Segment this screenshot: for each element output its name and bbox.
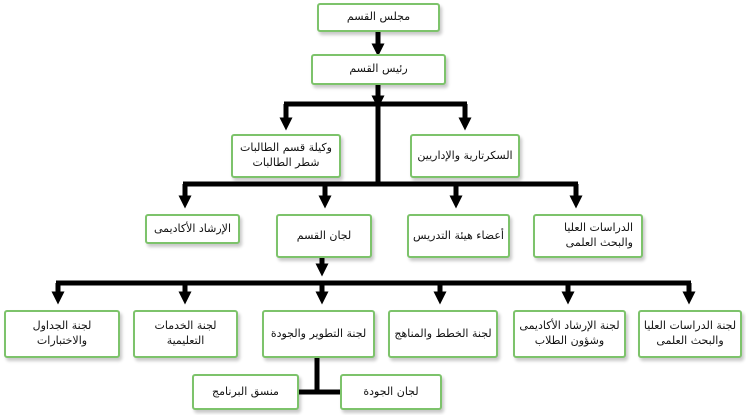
node-department-council: مجلس القسم — [317, 3, 440, 32]
node-department-committees: لجان القسم — [276, 214, 372, 258]
node-female-vice-head: وكيلة قسم الطالبات شطر الطالبات — [231, 134, 341, 178]
node-label: رئيس القسم — [349, 62, 408, 76]
node-committee-graduate: لجنة الدراسات العليا والبحث العلمى — [638, 310, 742, 358]
node-label: الإرشاد الأكاديمى — [154, 221, 232, 235]
node-label: السكرتارية والإداريين — [417, 148, 513, 162]
node-label: لجان القسم — [296, 228, 352, 242]
node-label: لجنة الجداول والاختبارات — [32, 319, 92, 347]
node-faculty-members: أعضاء هيئة التدريس — [407, 214, 510, 258]
node-label: أعضاء هيئة التدريس — [413, 228, 504, 242]
node-committee-plans: لجنة الخطط والمناهج — [388, 310, 498, 358]
node-secretary-admin: السكرتارية والإداريين — [410, 134, 520, 178]
node-committee-development: لجنة التطوير والجودة — [262, 310, 375, 358]
node-program-coordinator: منسق البرنامج — [192, 374, 299, 410]
node-label: منسق البرنامج — [212, 384, 279, 398]
node-label: مجلس القسم — [346, 10, 411, 24]
node-committee-services: لجنة الخدمات التعليمية — [133, 310, 238, 358]
node-academic-advising: الإرشاد الأكاديمى — [145, 214, 240, 244]
node-committee-schedules: لجنة الجداول والاختبارات — [4, 310, 120, 358]
node-label: لجنة الدراسات العليا والبحث العلمى — [643, 319, 737, 347]
node-label: لجنة الخطط والمناهج — [394, 326, 492, 340]
node-label: لجنة التطوير والجودة — [270, 326, 367, 340]
node-quality-committees: لجان الجودة — [340, 374, 442, 410]
node-label: وكيلة قسم الطالبات شطر الطالبات — [240, 141, 332, 169]
node-committee-advising: لجنة الإرشاد الأكاديمى وشؤون الطلاب — [513, 310, 626, 358]
node-label: لجان الجودة — [363, 384, 419, 398]
node-graduate-studies: الدراسات العليا والبحث العلمى — [533, 214, 643, 258]
node-label: لجنة الإرشاد الأكاديمى وشؤون الطلاب — [519, 319, 620, 347]
node-label: الدراسات العليا والبحث العلمى — [564, 221, 633, 249]
node-department-head: رئيس القسم — [311, 54, 446, 85]
node-label: لجنة الخدمات التعليمية — [154, 319, 217, 347]
